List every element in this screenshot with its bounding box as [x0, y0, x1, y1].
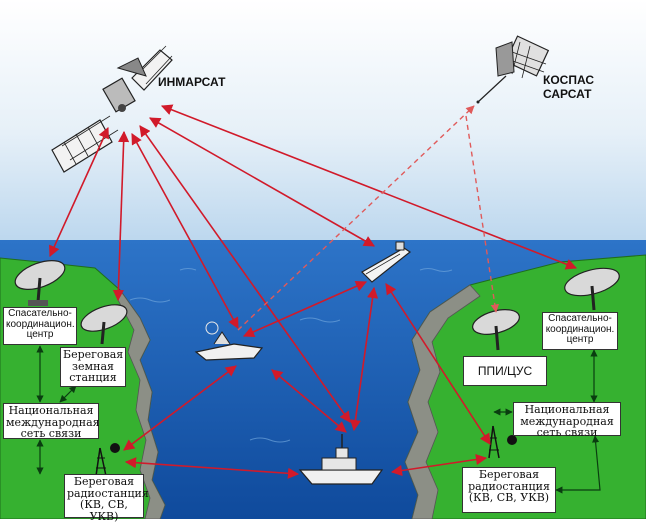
left-rcc-box: Спасательно-координацион. центр — [3, 307, 77, 345]
cospas-sarsat-satellite-icon — [476, 35, 550, 104]
inmarsat-label: ИНМАРСАТ — [158, 75, 226, 89]
right-satellite-dish-icon — [564, 267, 620, 311]
left-radio-mast-icon — [95, 443, 120, 477]
cospas-label-line1: КОСПАС — [543, 73, 594, 87]
cospas-links — [237, 105, 500, 331]
rescue-ship-icon — [298, 434, 384, 485]
right-rcc-box: Спасательно-координацион. центр — [542, 312, 618, 350]
left-national-network-box: Национальная международная сеть связи — [3, 403, 100, 439]
left-land-links — [36, 345, 77, 475]
right-coast-radio-station-box: Береговая радиостанция (КВ, СВ, УКВ) — [462, 467, 556, 513]
left-coast-earth-station-box: Береговая земная станция — [60, 347, 126, 387]
sarsat-label-line2: САРСАТ — [543, 87, 592, 101]
surface-links — [123, 280, 491, 479]
left-coast-radio-station-box: Береговая радиостанция (КВ, СВ, УКВ) — [64, 474, 149, 522]
right-national-network-box: Национальная международная сеть связи — [513, 402, 621, 438]
lut-mcc-box: ППИ/ЦУС — [463, 356, 547, 386]
right-radio-mast-icon — [488, 425, 517, 459]
sky — [0, 0, 646, 242]
left-satellite-dish-icon — [14, 260, 66, 306]
left-earth-station-dish-icon — [80, 304, 128, 345]
